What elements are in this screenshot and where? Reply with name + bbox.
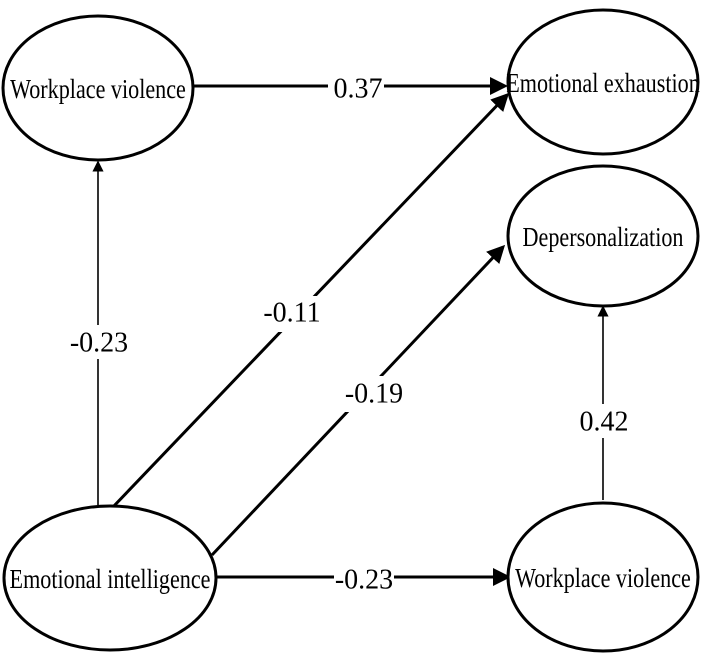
- node-emotional-intelligence: Emotional intelligence: [2, 504, 218, 652]
- node-workplace-violence-top: Workplace violence: [1, 14, 195, 162]
- edge-workplace-violence-to-emotional-exhaustion: 0.37: [193, 70, 508, 105]
- edge-emotional-intelligence-to-depersonalization: -0.19: [210, 244, 506, 557]
- edge-label: 0.37: [334, 74, 383, 105]
- node-ellipse: [1, 14, 195, 162]
- edge-label-bg: [70, 325, 128, 359]
- edge-label: -0.19: [345, 379, 403, 410]
- edge-emotional-intelligence-to-emotional-exhaustion: -0.11: [110, 92, 510, 510]
- edge-label: -0.23: [335, 565, 393, 596]
- edge-label-bg: [334, 561, 394, 595]
- edge-label-bg: [343, 376, 403, 412]
- edge-emotional-intelligence-to-workplace-violence-top: -0.23: [70, 160, 128, 505]
- node-workplace-violence-bottom: Workplace violence: [506, 501, 700, 653]
- node-label: Workplace violence: [10, 75, 186, 105]
- edge-label: -0.11: [263, 298, 320, 329]
- edge-label: -0.23: [70, 328, 128, 359]
- edge-label-bg: [262, 296, 322, 332]
- node-ellipse: [2, 504, 218, 652]
- edge-label-bg: [328, 70, 384, 104]
- edge-workplace-violence-bottom-to-depersonalization: 0.42: [576, 305, 632, 500]
- node-label: Emotional intelligence: [10, 565, 211, 595]
- edge-emotional-intelligence-to-workplace-violence-bottom: -0.23: [215, 561, 511, 596]
- node-emotional-exhaustion: Emotional exhaustion: [506, 8, 700, 156]
- node-depersonalization: Depersonalization: [506, 164, 700, 308]
- node-label: Depersonalization: [523, 223, 684, 253]
- node-label: Workplace violence: [515, 564, 691, 594]
- edge-label: 0.42: [580, 407, 629, 438]
- node-ellipse: [506, 164, 700, 308]
- edge-label-bg: [576, 404, 632, 438]
- node-ellipse: [506, 501, 700, 653]
- node-label: Emotional exhaustion: [506, 69, 700, 99]
- node-ellipse: [506, 8, 700, 156]
